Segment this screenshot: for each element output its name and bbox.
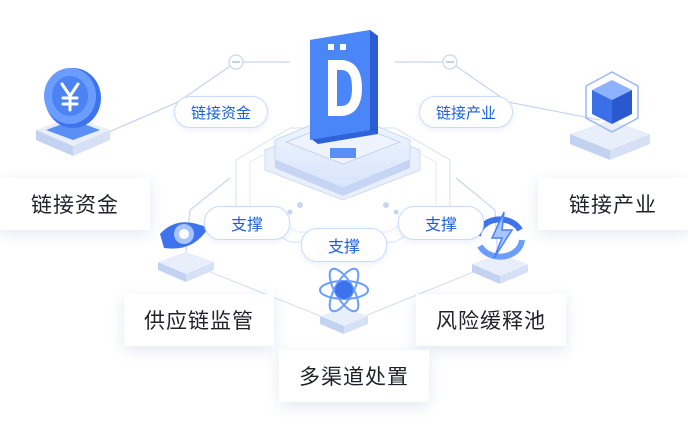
eye-icon <box>158 222 214 282</box>
logo-d-icon <box>310 30 378 144</box>
node-label-risk-pool: 风险缓释池 <box>416 294 566 346</box>
atom-icon <box>319 267 369 334</box>
pill-support-left: 支撑 <box>204 206 290 240</box>
pill-link-funds: 链接资金 <box>174 96 268 128</box>
cube-icon <box>570 71 650 160</box>
pill-support-center: 支撑 <box>301 228 387 262</box>
node-label-funds: 链接资金 <box>0 178 150 230</box>
pill-link-industry: 链接产业 <box>419 96 513 128</box>
node-label-industry: 链接产业 <box>538 178 688 230</box>
node-label-supply-chain: 供应链监管 <box>124 294 274 346</box>
pill-support-right: 支撑 <box>398 206 484 240</box>
yen-coin-icon <box>36 68 110 156</box>
node-label-multi-channel: 多渠道处置 <box>279 350 429 402</box>
